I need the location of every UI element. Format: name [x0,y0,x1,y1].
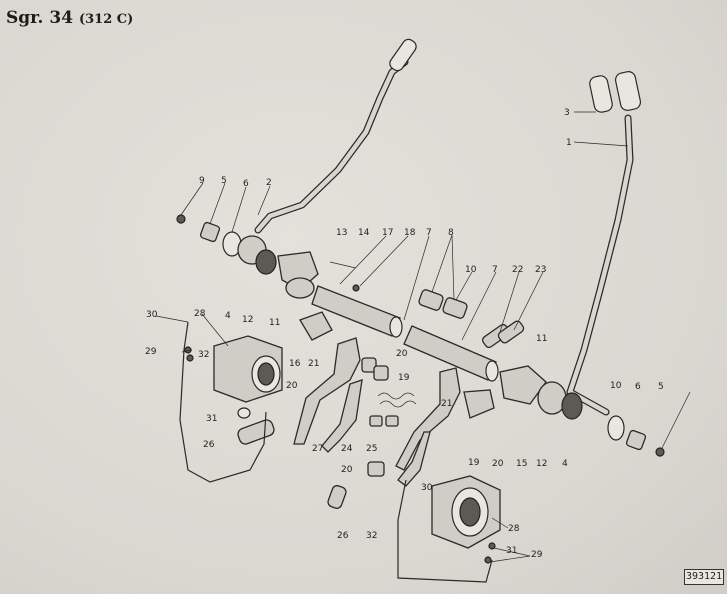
label-14: 14 [358,228,370,238]
label-32-bottom: 32 [366,531,377,541]
label-26-bottom: 26 [337,531,349,541]
label-28-right: 28 [508,524,520,534]
left-gear-lever [254,38,417,234]
label-11-left: 11 [269,318,280,328]
title-main: Sgr. 34 [6,8,74,28]
label-19-right: 19 [468,458,480,468]
label-19-left: 19 [398,373,410,383]
label-11-right: 11 [536,334,547,344]
label-7-right: 7 [492,265,498,275]
label-20-top: 20 [396,349,408,359]
title-sub: (312 C) [78,12,134,27]
label-30-left: 30 [146,310,158,320]
left-bracket-assembly [176,214,319,299]
label-31-left: 31 [206,414,217,424]
label-29-right: 29 [531,550,543,560]
label-1: 1 [566,138,572,148]
label-20-bottom: 20 [341,465,353,475]
label-32-left: 32 [198,350,209,360]
label-3: 3 [564,108,570,118]
label-24: 24 [341,444,353,454]
diagram-code-box: 393121 [684,569,724,585]
label-12-left: 12 [242,315,253,325]
release-bearings [179,321,501,583]
label-6-right: 6 [635,382,641,392]
label-10-right: 10 [610,381,622,391]
label-4-right: 4 [562,459,568,469]
label-21-left: 21 [308,359,319,369]
label-2: 2 [266,178,272,188]
label-31-right: 31 [506,546,517,556]
label-20-right: 20 [492,459,504,469]
label-9: 9 [199,176,205,186]
label-29-left: 29 [145,347,157,357]
central-shafts [311,261,525,382]
label-16: 16 [289,359,301,369]
label-8: 8 [448,228,454,238]
label-15: 15 [516,459,527,469]
label-26-left: 26 [203,440,215,450]
label-12-right: 12 [536,459,547,469]
right-gear-lever [566,71,642,416]
leader-lines [155,111,691,563]
label-30-bottom: 30 [421,483,433,493]
label-21-right: 21 [441,399,452,409]
label-10-top: 10 [465,265,477,275]
label-17: 17 [382,228,393,238]
label-6-left: 6 [243,179,249,189]
label-5-right: 5 [658,382,664,392]
label-28-left: 28 [194,309,206,319]
label-25: 25 [366,444,377,454]
label-13: 13 [336,228,347,238]
label-22: 22 [512,265,523,275]
label-4-left: 4 [225,311,231,321]
label-5-left: 5 [221,176,227,186]
label-27: 27 [312,444,323,454]
label-7-left: 7 [426,228,432,238]
part-labels: 1 2 3 4 4 5 5 6 6 7 7 8 9 10 10 11 11 12… [145,108,664,560]
right-bracket-assembly [499,365,665,457]
page-title: Sgr. 34 (312 C) [6,8,133,28]
label-23: 23 [535,265,546,275]
shift-forks [293,311,495,487]
label-18: 18 [404,228,416,238]
label-20-left: 20 [286,381,298,391]
